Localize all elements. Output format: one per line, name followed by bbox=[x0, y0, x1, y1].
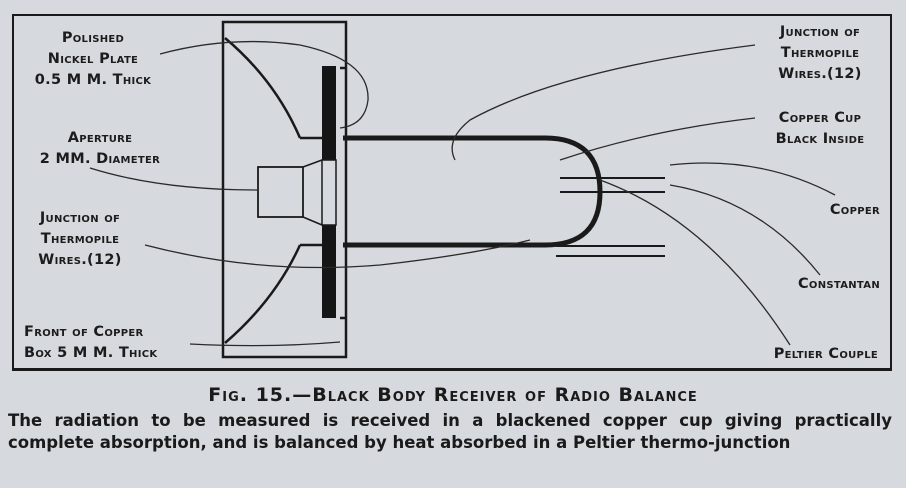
label-polished-nickel: Polished Nickel Plate 0.5 M M. Thick bbox=[18, 28, 168, 91]
leader-junction-left bbox=[144, 239, 531, 269]
label-line: Wires.(12) bbox=[38, 252, 122, 268]
label-line: Junction of bbox=[779, 24, 861, 40]
label-junction-left: Junction of Thermopile Wires.(12) bbox=[20, 208, 140, 271]
leader-aperture bbox=[89, 167, 259, 191]
leader-copper bbox=[669, 162, 836, 196]
figure-title: Fig. 15.—Black Body Receiver of Radio Ba… bbox=[208, 384, 698, 406]
label-line: Front of Copper bbox=[24, 324, 144, 340]
label-line: Junction of bbox=[39, 210, 121, 226]
label-line: Thermopile bbox=[780, 45, 860, 61]
label-copper: Copper bbox=[829, 202, 880, 218]
receiver-diagram bbox=[89, 20, 836, 359]
leader-nickel bbox=[159, 40, 369, 129]
label-line: Aperture bbox=[67, 130, 133, 146]
label-line: Box 5 M M. Thick bbox=[24, 345, 158, 361]
label-line: 2 MM. Diameter bbox=[39, 151, 161, 167]
label-line: 0.5 M M. Thick bbox=[34, 72, 152, 88]
nickel-plate bbox=[224, 37, 302, 344]
label-copper-cup: Copper Cup Black Inside bbox=[755, 108, 885, 150]
label-line: Polished bbox=[61, 30, 125, 46]
leader-constantan bbox=[669, 184, 821, 276]
leader-front bbox=[189, 341, 341, 347]
leader-junction-right bbox=[451, 44, 756, 161]
label-junction-right: Junction of Thermopile Wires.(12) bbox=[755, 22, 885, 85]
label-line: Black Inside bbox=[775, 131, 865, 147]
label-peltier: Peltier Couple bbox=[773, 346, 878, 362]
label-constantan: Constantan bbox=[797, 276, 880, 292]
label-line: Wires.(12) bbox=[778, 66, 862, 82]
leader-peltier bbox=[599, 179, 791, 346]
leader-cup bbox=[559, 117, 756, 161]
label-line: Copper Cup bbox=[778, 110, 862, 126]
label-line: Thermopile bbox=[40, 231, 120, 247]
figure-caption: The radiation to be measured is received… bbox=[8, 411, 892, 452]
label-line: Nickel Plate bbox=[47, 51, 139, 67]
aperture bbox=[257, 166, 304, 218]
figure-frame bbox=[12, 14, 892, 371]
label-front-copper: Front of Copper Box 5 M M. Thick bbox=[24, 322, 204, 364]
label-aperture: Aperture 2 MM. Diameter bbox=[20, 128, 180, 170]
